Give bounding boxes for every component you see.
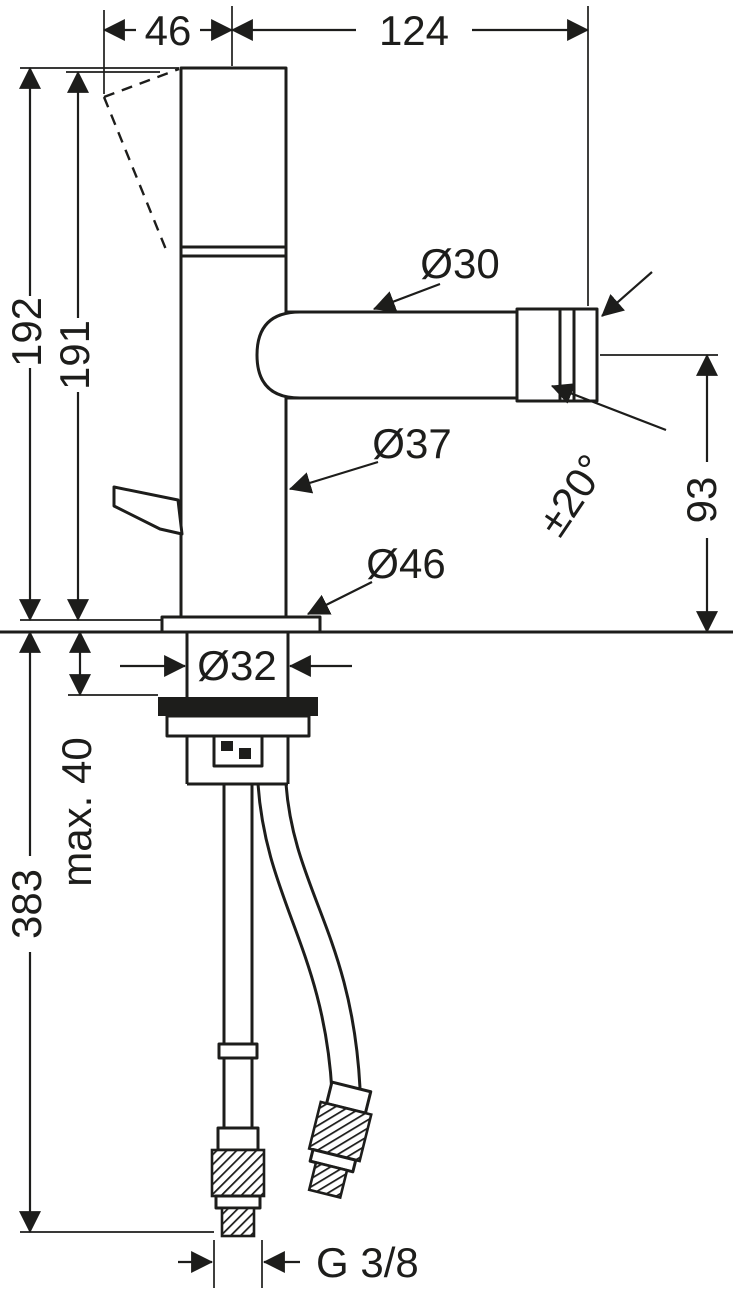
dim-label-max-deck-thickness: max. 40: [53, 737, 100, 886]
dim-label-shank-diameter: Ø32: [197, 642, 276, 689]
dimension-labels: 46 124 192 191 Ø30 Ø37 Ø46 Ø32 ±20° 93 m…: [3, 7, 725, 1286]
dim-label-spout-diameter: Ø30: [420, 240, 499, 287]
faucet-body: [179, 66, 288, 620]
swivel-angle-upper-arrow: [601, 271, 653, 317]
dim-label-handle-projection: 46: [145, 7, 192, 54]
swivel-spout: [255, 309, 519, 401]
mounting-shank: [158, 632, 318, 786]
dim-label-spout-height: 93: [678, 477, 725, 524]
rubber-seal: [158, 697, 318, 716]
hose-thread-tip: [220, 1206, 256, 1238]
dim-label-body-diameter: Ø37: [372, 420, 451, 467]
dim-label-spout-reach: 124: [379, 7, 449, 54]
temperature-lever: [112, 485, 184, 536]
leader-spout-diameter: [372, 282, 441, 312]
dimension-lines: [19, 19, 718, 1273]
hose-union-nut: [210, 1148, 266, 1198]
spout-root-arc: [255, 310, 301, 400]
mounting-flange: [165, 714, 311, 738]
swivel-angle-lower-line: [550, 383, 667, 432]
hose-crimp-ring: [217, 1042, 259, 1060]
dim-label-connection-thread: G 3/8: [316, 1239, 419, 1286]
supply-hose-curved: [256, 783, 373, 1200]
hose-end-crimp: [216, 1126, 260, 1152]
dim-label-base-diameter: Ø46: [366, 540, 445, 587]
handle-tilted-dashed-outline: [102, 67, 180, 253]
leader-body-diameter: [288, 460, 379, 494]
supply-hose-straight: [210, 784, 266, 1238]
dim-label-swivel-range: ±20°: [528, 446, 615, 544]
dim-label-height-total: 192: [3, 297, 50, 367]
base-escutcheon: [160, 615, 322, 634]
leader-base-diameter: [307, 581, 373, 615]
dim-label-height-to-handle: 191: [51, 320, 98, 390]
hose-thread-tip: [307, 1161, 349, 1200]
dim-label-length-below-deck: 383: [3, 869, 50, 939]
